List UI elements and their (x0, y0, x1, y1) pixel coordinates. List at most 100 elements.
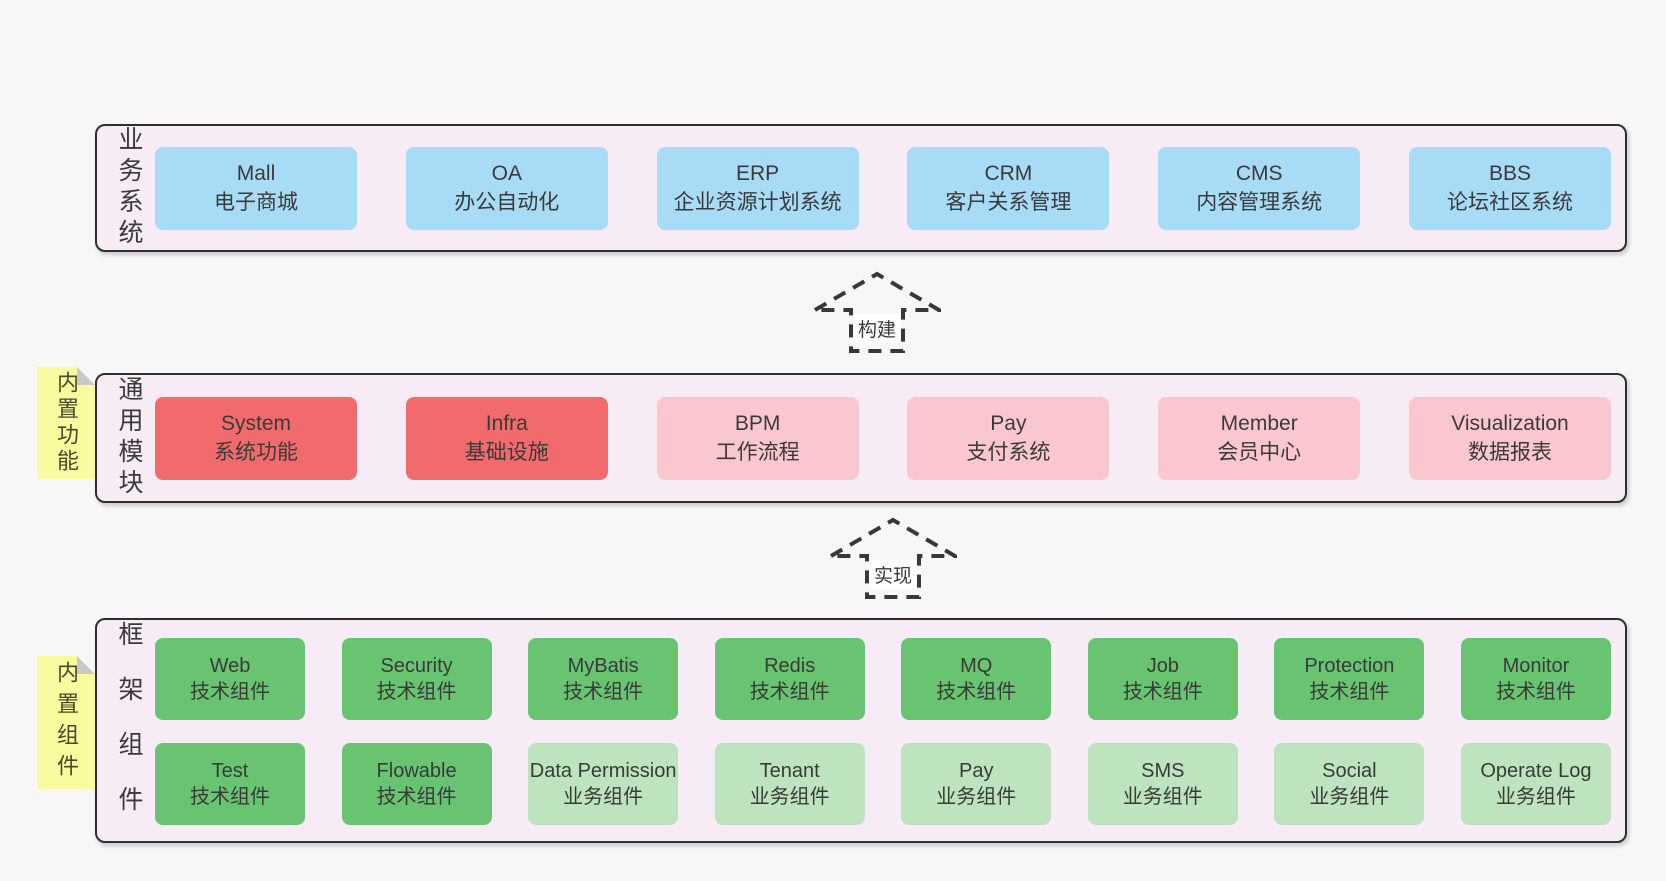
box-bbs: BBS 论坛社区系统 (1408, 146, 1611, 230)
box-subtitle: 业务组件 (749, 786, 830, 808)
box-title: BBS (1488, 162, 1531, 185)
box-system: System 系统功能 (155, 396, 357, 480)
box-subtitle: 客户关系管理 (945, 191, 1072, 214)
box-redis: Redis 技术组件 (714, 638, 865, 720)
box-subtitle: 论坛社区系统 (1446, 191, 1573, 214)
box-subtitle: 技术组件 (376, 786, 457, 808)
box-title: BPM (734, 412, 781, 435)
arrow-label: 构建 (852, 314, 902, 343)
box-subtitle: 数据报表 (1467, 441, 1552, 464)
box-title: Operate Log (1480, 760, 1592, 782)
box-pay-module: Pay 支付系统 (907, 396, 1110, 480)
box-mall: Mall 电子商城 (155, 146, 357, 230)
box-title: Pay (990, 412, 1027, 435)
box-test: Test 技术组件 (155, 743, 305, 825)
box-subtitle: 企业资源计划系统 (673, 191, 842, 214)
box-member: Member 会员中心 (1158, 396, 1361, 480)
box-title: Data Permission (529, 760, 677, 782)
arrow-implement: 实现 (829, 516, 957, 600)
side-label-common-modules: 通用模块 (115, 376, 143, 500)
box-subtitle: 业务组件 (563, 786, 644, 808)
box-subtitle: 业务组件 (936, 786, 1017, 808)
box-web: Web 技术组件 (155, 638, 305, 720)
dashed-up-arrow-icon (829, 517, 957, 599)
business-box-row: Mall 电子商城 OA 办公自动化 ERP 企业资源计划系统 CRM 客户关系… (155, 126, 1611, 250)
box-subtitle: 技术组件 (1309, 681, 1390, 703)
box-title: SMS (1141, 760, 1185, 782)
box-title: Tenant (759, 760, 820, 782)
box-crm: CRM 客户关系管理 (907, 146, 1110, 230)
box-title: Pay (959, 760, 994, 782)
box-subtitle: 基础设施 (464, 441, 549, 464)
box-subtitle: 业务组件 (1495, 786, 1576, 808)
box-title: Infra (485, 412, 528, 435)
box-title: Member (1220, 412, 1298, 435)
box-tenant: Tenant 业务组件 (714, 743, 865, 825)
box-mybatis: MyBatis 技术组件 (528, 638, 679, 720)
box-mq: MQ 技术组件 (901, 638, 1052, 720)
side-label-framework-components: 框架组件 (115, 620, 143, 841)
box-data-permission: Data Permission 业务组件 (528, 743, 679, 825)
box-title: Flowable (376, 760, 457, 782)
box-title: OA (491, 162, 522, 185)
box-subtitle: 技术组件 (749, 681, 830, 703)
box-title: CRM (984, 162, 1033, 185)
box-subtitle: 系统功能 (214, 441, 298, 464)
box-infra: Infra 基础设施 (405, 396, 608, 480)
box-title: Protection (1304, 655, 1395, 677)
box-subtitle: 技术组件 (1495, 681, 1576, 703)
box-subtitle: 技术组件 (563, 681, 644, 703)
box-title: Web (209, 655, 251, 677)
arrow-build: 构建 (813, 270, 941, 354)
box-title: System (220, 412, 291, 435)
box-monitor: Monitor 技术组件 (1460, 638, 1611, 720)
folded-corner-icon (77, 656, 95, 674)
box-bpm: BPM 工作流程 (656, 396, 859, 480)
sticky-note-built-in-components: 内置组件 (37, 656, 95, 789)
box-title: MyBatis (567, 655, 639, 677)
sticky-note-built-in-features: 内置功能 (37, 367, 95, 479)
layer-common-modules: 通用模块 System 系统功能 Infra 基础设施 BPM 工作流程 Pay… (95, 373, 1627, 503)
box-subtitle: 办公自动化 (454, 191, 560, 214)
box-security: Security 技术组件 (341, 638, 492, 720)
box-subtitle: 技术组件 (190, 786, 270, 808)
box-title: Mall (236, 162, 276, 185)
box-subtitle: 业务组件 (1122, 786, 1203, 808)
box-title: Visualization (1451, 412, 1569, 435)
box-protection: Protection 技术组件 (1274, 638, 1425, 720)
box-social: Social 业务组件 (1274, 743, 1425, 825)
box-subtitle: 技术组件 (936, 681, 1017, 703)
box-erp: ERP 企业资源计划系统 (656, 146, 859, 230)
box-job: Job 技术组件 (1087, 638, 1238, 720)
box-cms: CMS 内容管理系统 (1158, 146, 1361, 230)
box-flowable: Flowable 技术组件 (341, 743, 492, 825)
box-title: Social (1322, 760, 1377, 782)
box-title: Redis (764, 655, 816, 677)
box-sms: SMS 业务组件 (1087, 743, 1238, 825)
box-subtitle: 内容管理系统 (1196, 191, 1323, 214)
box-title: Test (211, 760, 249, 782)
box-subtitle: 工作流程 (715, 441, 800, 464)
box-subtitle: 支付系统 (966, 441, 1051, 464)
box-title: CMS (1235, 162, 1283, 185)
box-title: Job (1146, 655, 1179, 677)
box-subtitle: 技术组件 (376, 681, 457, 703)
box-title: Security (380, 655, 453, 677)
box-operate-log: Operate Log 业务组件 (1460, 743, 1611, 825)
box-visualization: Visualization 数据报表 (1408, 396, 1611, 480)
box-pay-component: Pay 业务组件 (901, 743, 1052, 825)
box-title: ERP (736, 162, 780, 185)
box-subtitle: 技术组件 (1122, 681, 1203, 703)
components-box-row-1: Web 技术组件 Security 技术组件 MyBatis 技术组件 Redi… (155, 638, 1611, 720)
layer-framework-components: 框架组件 Web 技术组件 Security 技术组件 MyBatis 技术组件… (95, 618, 1627, 843)
layer-business-systems: 业务系统 Mall 电子商城 OA 办公自动化 ERP 企业资源计划系统 CRM… (95, 124, 1627, 252)
arrow-label: 实现 (868, 560, 918, 589)
components-box-row-2: Test 技术组件 Flowable 技术组件 Data Permission … (155, 743, 1611, 825)
dashed-up-arrow-icon (813, 271, 941, 353)
folded-corner-icon (77, 367, 95, 385)
box-subtitle: 业务组件 (1309, 786, 1390, 808)
box-subtitle: 技术组件 (190, 681, 270, 703)
modules-box-row: System 系统功能 Infra 基础设施 BPM 工作流程 Pay 支付系统… (155, 375, 1611, 501)
box-subtitle: 会员中心 (1217, 441, 1302, 464)
